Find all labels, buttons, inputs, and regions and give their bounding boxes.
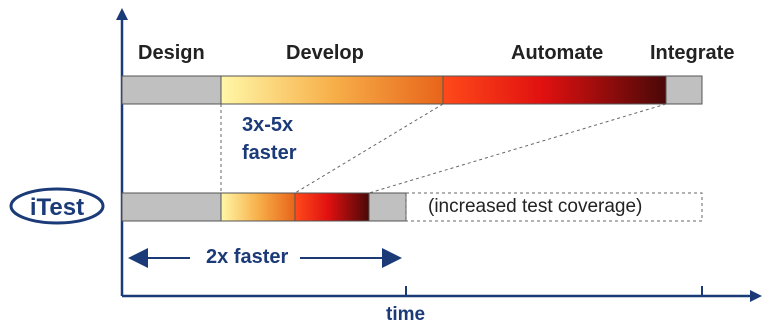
speedup-label-line2: faster [242, 142, 297, 164]
x-axis-label: time [386, 304, 426, 325]
itest-automate-segment [294, 192, 370, 222]
phase-label-automate: Automate [511, 42, 604, 64]
traditional-bar [121, 75, 703, 105]
traditional-integrate-segment [665, 75, 703, 105]
itest-design-segment [121, 192, 222, 222]
itest-bar [121, 192, 703, 222]
phase-label-develop: Develop [286, 42, 364, 64]
itest-logo: iTest [9, 187, 105, 225]
itest-develop-segment [220, 192, 296, 222]
traditional-design-segment [121, 75, 222, 105]
logo-wordmark: iTest [30, 194, 84, 221]
coverage-label: (increased test coverage) [428, 196, 643, 217]
traditional-develop-segment [220, 75, 444, 105]
y-axis-arrow-icon [116, 8, 128, 20]
x-axis-arrow-icon [750, 290, 762, 302]
connector-develop-end [294, 103, 444, 194]
connector-automate-end [368, 103, 667, 194]
speedup-label-line1: 3x-5x [242, 114, 294, 136]
itest-integrate-segment [368, 192, 407, 222]
traditional-automate-segment [442, 75, 667, 105]
phase-label-design: Design [138, 42, 205, 64]
overall-speedup-label: 2x faster [206, 246, 289, 268]
phase-label-integrate: Integrate [650, 42, 735, 64]
